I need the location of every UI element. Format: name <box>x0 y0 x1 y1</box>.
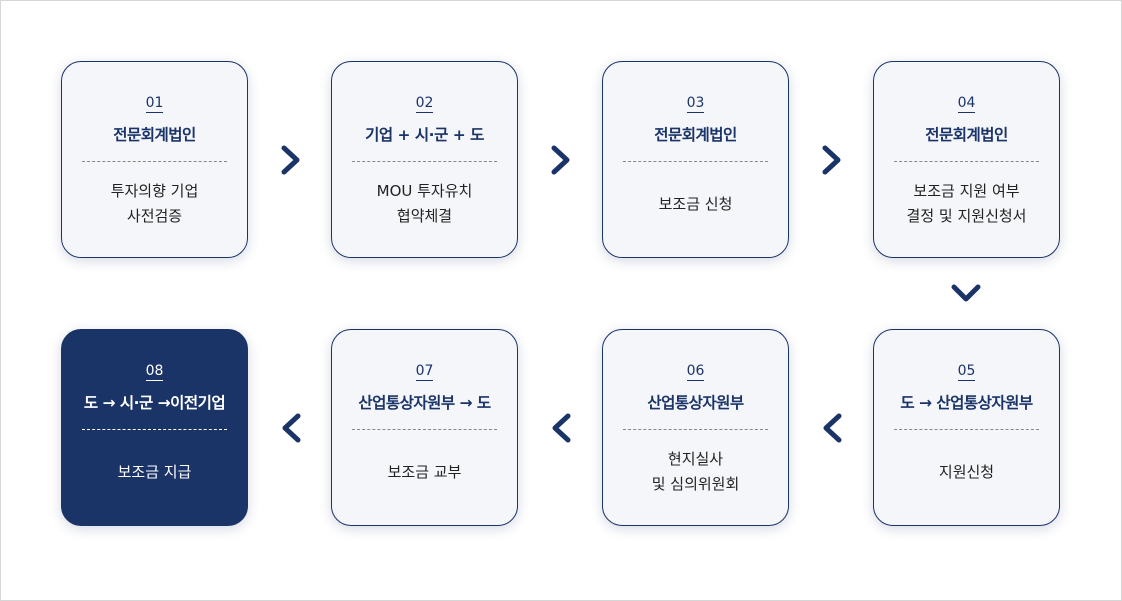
step-number-text: 02 <box>415 95 434 113</box>
step-number: 07 <box>332 363 517 381</box>
chevron-left-icon <box>282 413 301 443</box>
step-number-text: 08 <box>145 363 164 381</box>
step-title: 전문회계법인 <box>113 126 196 144</box>
divider <box>352 429 497 430</box>
divider <box>623 429 768 430</box>
step-title: 전문회계법인 <box>654 126 737 144</box>
step-number: 02 <box>332 95 517 113</box>
chevron-down-icon <box>951 284 981 302</box>
step-title: 산업통상자원부 <box>647 394 744 412</box>
step-number: 05 <box>874 363 1059 381</box>
step-card-08: 08 도 → 시·군 →이전기업 보조금 지급 <box>61 329 248 526</box>
divider <box>894 429 1039 430</box>
divider <box>82 161 227 162</box>
step-card-01: 01 전문회계법인 투자의향 기업 사전검증 <box>61 61 248 258</box>
step-card-06: 06 산업통상자원부 현지실사 및 심의위원회 <box>602 329 789 526</box>
chevron-left-icon <box>552 413 571 443</box>
step-description: 보조금 지원 여부 결정 및 지원신청서 <box>906 182 1027 225</box>
step-description: 보조금 지급 <box>117 462 192 481</box>
chevron-right-icon <box>281 145 300 175</box>
step-description: 투자의향 기업 사전검증 <box>110 182 199 225</box>
step-title: 전문회계법인 <box>925 126 1008 144</box>
step-card-02: 02 기업 + 시·군 + 도 MOU 투자유치 협약체결 <box>331 61 518 258</box>
step-card-03: 03 전문회계법인 보조금 신청 <box>602 61 789 258</box>
step-card-07: 07 산업통상자원부 → 도 보조금 교부 <box>331 329 518 526</box>
step-number: 06 <box>603 363 788 381</box>
divider <box>82 429 227 430</box>
step-title: 기업 + 시·군 + 도 <box>365 126 484 144</box>
step-number-text: 04 <box>957 95 976 113</box>
step-title: 도 → 시·군 →이전기업 <box>83 394 226 412</box>
step-description: 보조금 신청 <box>658 194 733 213</box>
step-number: 03 <box>603 95 788 113</box>
step-title: 산업통상자원부 → 도 <box>358 394 491 412</box>
step-number-text: 06 <box>686 363 705 381</box>
step-number-text: 01 <box>145 95 164 113</box>
step-description: MOU 투자유치 협약체결 <box>376 182 473 225</box>
divider <box>352 161 497 162</box>
step-number-text: 07 <box>415 363 434 381</box>
divider <box>623 161 768 162</box>
divider <box>894 161 1039 162</box>
step-number-text: 03 <box>686 95 705 113</box>
step-description: 보조금 교부 <box>387 462 462 481</box>
step-number-text: 05 <box>957 363 976 381</box>
step-number: 01 <box>62 95 247 113</box>
chevron-left-icon <box>823 413 842 443</box>
step-number: 04 <box>874 95 1059 113</box>
step-card-04: 04 전문회계법인 보조금 지원 여부 결정 및 지원신청서 <box>873 61 1060 258</box>
step-number: 08 <box>62 363 247 381</box>
step-card-05: 05 도 → 산업통상자원부 지원신청 <box>873 329 1060 526</box>
chevron-right-icon <box>822 145 841 175</box>
step-description: 지원신청 <box>938 462 995 481</box>
step-title: 도 → 산업통상자원부 <box>900 394 1033 412</box>
step-description: 현지실사 및 심의위원회 <box>651 450 740 493</box>
chevron-right-icon <box>551 145 570 175</box>
